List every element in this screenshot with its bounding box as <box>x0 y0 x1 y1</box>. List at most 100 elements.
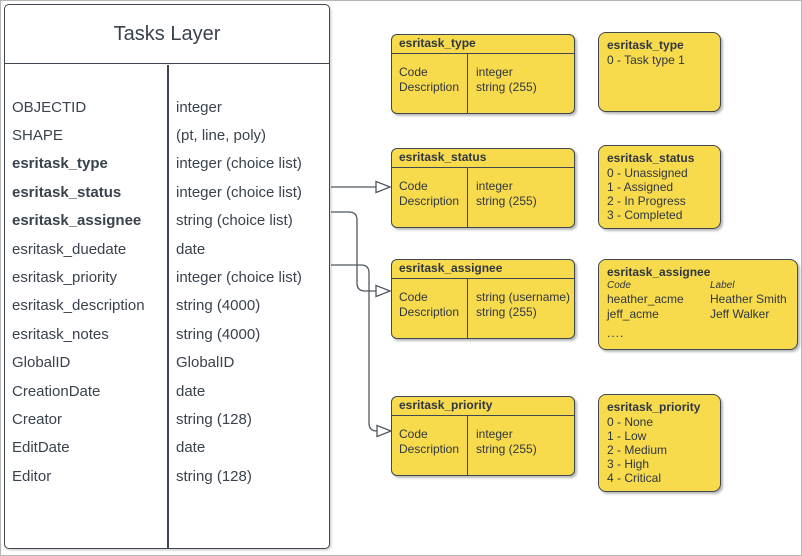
value-item: 1 - Assigned <box>607 180 674 194</box>
field-type: string (128) <box>176 467 252 485</box>
field-type: string (4000) <box>176 297 261 315</box>
domain-field-name: Description <box>399 79 460 94</box>
field-row: CreationDate date <box>5 377 329 405</box>
field-type: integer (choice list) <box>176 155 302 173</box>
domain-table-esritask-type: esritask_type Code Description integer s… <box>391 34 575 114</box>
domain-field-type: string (username) <box>476 290 571 304</box>
domain-field-name: Description <box>399 193 460 208</box>
field-type: date <box>176 439 206 457</box>
value-item: 0 - None <box>607 415 654 429</box>
domain-field-name: Description <box>399 441 460 456</box>
field-row: SHAPE (pt, line, poly) <box>5 121 329 149</box>
field-row: EditDate date <box>5 434 329 462</box>
tasks-layer-body: OBJECTID integer SHAPE (pt, line, poly) es… <box>5 65 329 548</box>
domain-table-title: esritask_assignee <box>392 260 574 279</box>
value-list-title: esritask_status <box>607 151 695 165</box>
field-row: esritask_notes string (4000) <box>5 320 329 348</box>
assignee-label: Heather Smith <box>710 292 787 306</box>
field-row: OBJECTID integer <box>5 93 329 121</box>
tasks-layer-title: Tasks Layer <box>5 5 329 64</box>
field-name: esritask_status <box>12 183 122 201</box>
value-item: 1 - Low <box>607 429 647 443</box>
field-type: date <box>176 382 206 400</box>
field-type: string (128) <box>176 410 252 428</box>
field-name: esritask_assignee <box>12 212 142 230</box>
value-list-title: esritask_type <box>607 38 684 52</box>
field-name: esritask_description <box>12 297 145 315</box>
field-name: CreationDate <box>12 382 101 400</box>
field-row: esritask_description string (4000) <box>5 292 329 320</box>
value-list-title: esritask_priority <box>607 400 701 414</box>
domain-field-name: Code <box>399 290 428 304</box>
domain-table-title: esritask_priority <box>392 397 574 416</box>
field-row: esritask_status integer (choice list) <box>5 178 329 206</box>
domain-table-esritask-status: esritask_status Code Description integer… <box>391 148 575 228</box>
domain-table-title: esritask_status <box>392 149 574 168</box>
domain-field-type: integer <box>476 179 513 193</box>
field-type: integer <box>176 98 222 116</box>
field-name: esritask_notes <box>12 325 109 343</box>
field-row: Editor string (128) <box>5 462 329 490</box>
domain-table-title: esritask_type <box>392 35 574 54</box>
field-type: integer (choice list) <box>176 269 302 287</box>
assignee-label: Jeff Walker <box>710 307 770 321</box>
field-type: (pt, line, poly) <box>176 127 267 145</box>
connector-priority-arrowhead-icon <box>376 424 393 438</box>
domain-field-name: Code <box>399 427 428 441</box>
field-name: SHAPE <box>12 127 63 145</box>
field-type: GlobalID <box>176 354 235 372</box>
field-row: GlobalID GlobalID <box>5 349 329 377</box>
field-name: esritask_duedate <box>12 240 127 258</box>
domain-table-esritask-priority: esritask_priority Code Description integ… <box>391 396 575 476</box>
tasks-layer-table: Tasks Layer OBJECTID integer SHAPE (pt, li… <box>4 4 330 549</box>
ellipsis-more-values: .... <box>607 326 625 340</box>
domain-field-name: Code <box>399 65 428 79</box>
field-name: esritask_priority <box>12 269 118 287</box>
field-row: esritask_type integer (choice list) <box>5 150 329 178</box>
domain-field-type: string (255) <box>476 79 537 94</box>
value-item: 4 - Critical <box>607 471 662 485</box>
value-item: 3 - Completed <box>607 208 683 222</box>
domain-table-esritask-assignee: esritask_assignee Code Description strin… <box>391 259 575 339</box>
field-type: string (4000) <box>176 325 261 343</box>
domain-field-type: string (255) <box>476 304 537 319</box>
field-name: Creator <box>12 410 63 428</box>
field-name: esritask_type <box>12 155 108 173</box>
value-item: 0 - Unassigned <box>607 166 688 180</box>
value-list-title: esritask_assignee <box>607 265 711 279</box>
field-row: Creator string (128) <box>5 405 329 433</box>
domain-field-type: string (255) <box>476 193 537 208</box>
column-header-code: Code <box>607 280 631 291</box>
field-type: date <box>176 240 206 258</box>
connector-assignee-line <box>331 211 376 292</box>
domain-field-name: Description <box>399 304 460 319</box>
domain-field-type: string (255) <box>476 441 537 456</box>
assignee-code: heather_acme <box>607 292 684 306</box>
field-name: Editor <box>12 467 52 485</box>
value-item: 2 - In Progress <box>607 194 686 208</box>
field-row: esritask_duedate date <box>5 235 329 263</box>
value-list-esritask-type: esritask_type 0 - Task type 1 <box>598 32 721 112</box>
connector-assignee-arrowhead-icon <box>375 284 392 298</box>
assignee-code: jeff_acme <box>607 307 659 321</box>
value-list-esritask-assignee: esritask_assignee Code Label heather_acm… <box>598 259 798 350</box>
column-header-label: Label <box>710 280 735 291</box>
column-divider <box>167 65 169 548</box>
connector-priority-line <box>331 264 378 432</box>
field-row: esritask_priority integer (choice list) <box>5 263 329 291</box>
field-name: OBJECTID <box>12 98 87 116</box>
value-list-esritask-priority: esritask_priority 0 - None 1 - Low 2 - M… <box>598 394 721 492</box>
domain-field-type: integer <box>476 427 513 441</box>
value-item: 3 - High <box>607 457 650 471</box>
field-name: GlobalID <box>12 354 71 372</box>
field-name: EditDate <box>12 439 70 457</box>
value-item: 2 - Medium <box>607 443 668 457</box>
connector-status-arrowhead-icon <box>375 180 392 194</box>
value-item: 0 - Task type 1 <box>607 53 685 67</box>
field-type: string (choice list) <box>176 212 293 230</box>
field-row: esritask_assignee string (choice list) <box>5 207 329 235</box>
value-list-esritask-status: esritask_status 0 - Unassigned 1 - Assig… <box>598 145 721 229</box>
domain-field-type: integer <box>476 65 513 79</box>
field-type: integer (choice list) <box>176 183 302 201</box>
